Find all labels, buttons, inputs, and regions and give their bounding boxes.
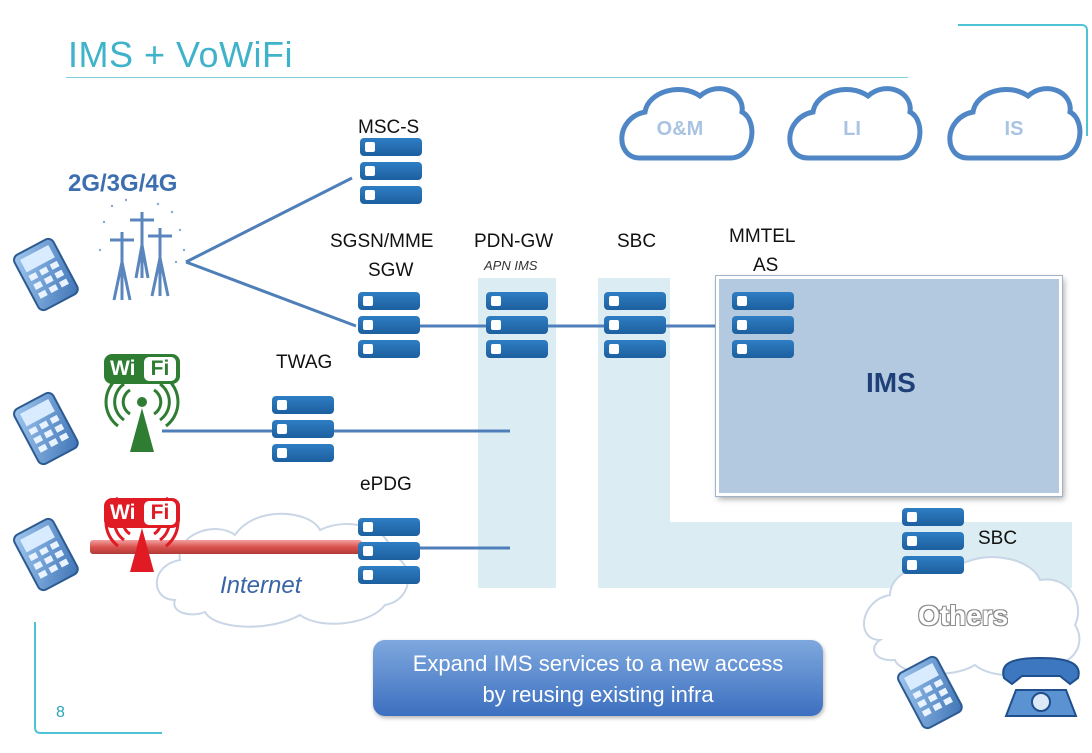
cloud-is [947,86,1083,161]
twag-server-icon [272,396,334,468]
wifi-antenna-green-icon [104,376,180,428]
mmtel-server-icon [732,292,794,364]
sbc-core-server-icon [604,292,666,364]
corner-frame-top-right [958,24,1088,136]
cloud-oam-label: O&M [656,118,704,140]
page-title: IMS + VoWiFi [68,34,294,75]
wifi-mast-red [130,528,154,572]
phone-icon-untrusted [13,517,79,592]
pdn-gw-apn-label: APN IMS [484,258,538,273]
cloud-li [787,86,923,161]
epdg-label: ePDG [360,474,412,495]
internet-label: Internet [220,572,302,599]
sgw-label: SGW [368,260,414,281]
twag-label: TWAG [276,352,333,373]
sgsn-mme-label: SGSN/MME [330,231,434,252]
link-tower-sgw [185,260,357,328]
ims-domain-box [716,276,1062,496]
cellular-access-label: 2G/3G/4G [68,170,178,197]
cloud-oam [619,86,755,161]
wifi-badge-green-fi: Fi [144,357,176,381]
tower-signal-dots [98,198,186,264]
desk-telephone-icon [1002,656,1080,717]
msc-s-server-icon [360,138,422,210]
cloud-li-label: LI [843,118,861,140]
callout-box: Expand IMS services to a new access by r… [373,640,823,716]
wifi-badge-red: Wi Fi [104,498,180,528]
wifi-badge-green-wi: Wi [110,357,136,380]
link-tower-msc [185,176,353,264]
epdg-server-icon [358,518,420,590]
page-number: 8 [56,704,65,721]
mmtel-label: MMTEL [729,226,796,247]
pdn-gw-server-icon [486,292,548,364]
cloud-is-label: IS [1004,118,1024,140]
title-underline [66,77,908,78]
wifi-mast-green [130,408,154,452]
mmtel-as-label: AS [753,255,779,276]
sbc-peer-server-icon [902,508,964,580]
others-label: Others [918,600,1009,631]
sbc-core-label: SBC [617,231,657,252]
pdn-gw-label: PDN-GW [474,231,554,252]
link-lines [162,176,736,550]
wifi-badge-green: Wi Fi [104,354,180,384]
sbc-peer-label: SBC [978,528,1018,549]
msc-s-label: MSC-S [358,117,420,138]
sgw-server-icon [358,292,420,364]
phone-icon-others [897,655,963,730]
untrusted-wifi-bar [90,540,362,554]
phone-icon-cellular [13,237,79,312]
wifi-badge-red-fi: Fi [144,501,176,525]
phone-icon-wifi [13,391,79,466]
corner-frame-bottom-left [34,622,162,734]
callout-line-2: by reusing existing infra [482,682,714,707]
wifi-badge-red-wi: Wi [110,501,136,524]
ims-label: IMS [866,367,916,398]
callout-line-1: Expand IMS services to a new access [412,651,784,676]
cell-tower-icon [110,212,172,301]
